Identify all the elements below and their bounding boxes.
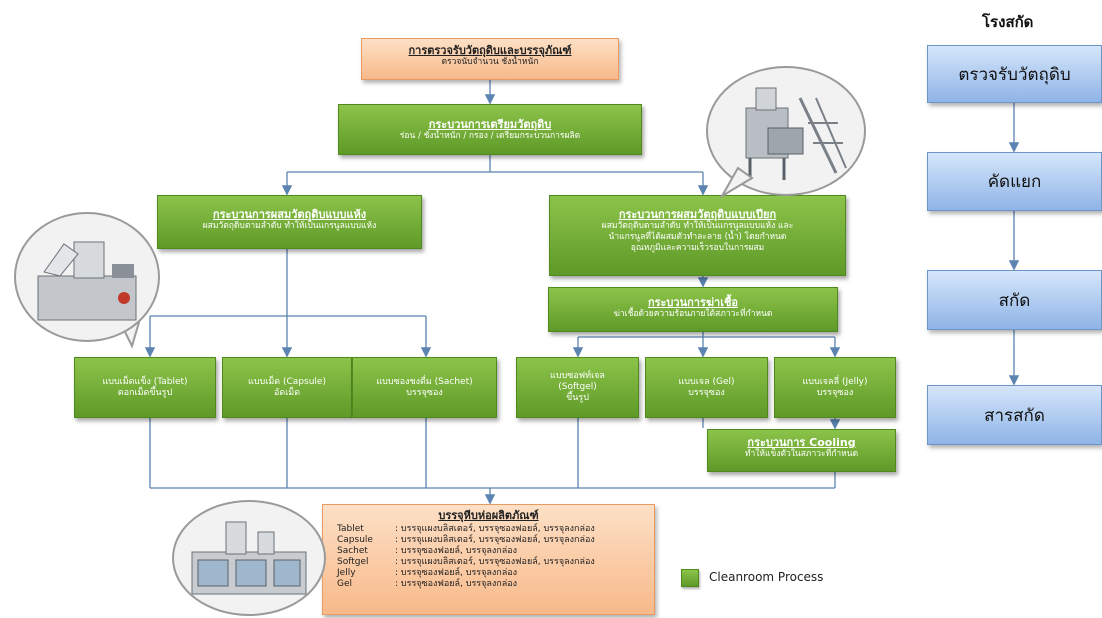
mixer-machine-image: [706, 66, 866, 196]
softgel-label-2: (Softgel): [558, 382, 597, 392]
capsule-sub: อัดเม็ด: [273, 387, 301, 398]
packaging-row: Softgel: บรรจุแผงบลิสเตอร์, บรรจุซองฟอยล…: [337, 557, 595, 567]
cooling-title: กระบวนการ Cooling: [747, 436, 856, 449]
mixer-machine-icon: [745, 87, 847, 180]
legend-swatch: [681, 569, 699, 587]
jelly-sub: บรรจุซอง: [816, 387, 854, 398]
extraction-step-label: ตรวจรับวัตถุดิบ: [958, 64, 1071, 85]
extraction-step-extract: สกัด: [927, 270, 1102, 330]
extraction-heading: โรงสกัด: [982, 13, 1034, 31]
receive-materials-box: การตรวจรับวัตถุดิบและบรรจุภัณฑ์ ตรวจนับจ…: [361, 38, 619, 80]
wet-mix-sub-2: นำแกรนูลที่ได้ผสมตัวทำละลาย (น้ำ) โดยกำห…: [608, 232, 787, 242]
gel-box: แบบเจล (Gel) บรรจุซอง: [645, 357, 768, 418]
softgel-box: แบบซอฟท์เจล (Softgel) ขึ้นรูป: [516, 357, 639, 418]
sachet-label: แบบซองชงดื่ม (Sachet): [376, 376, 473, 387]
receive-title: การตรวจรับวัตถุดิบและบรรจุภัณฑ์: [408, 44, 572, 57]
jelly-label: แบบเจลลี่ (Jelly): [802, 376, 868, 387]
dry-mix-title: กระบวนการผสมวัตถุดิบแบบแห้ง: [212, 208, 367, 221]
sterilize-title: กระบวนการฆ่าเชื้อ: [647, 296, 739, 309]
packaging-row: Jelly: บรรจุซองฟอยล์, บรรจุลงกล่อง: [337, 568, 518, 578]
sachet-box: แบบซองชงดื่ม (Sachet) บรรจุซอง: [352, 357, 497, 418]
cooling-box: กระบวนการ Cooling ทำให้แข็งตัวในสภาวะที่…: [707, 429, 896, 472]
dry-mix-box: กระบวนการผสมวัตถุดิบแบบแห้ง ผสมวัตถุดิบต…: [157, 195, 422, 249]
capsule-label: แบบเม็ด (Capsule): [248, 376, 326, 387]
extraction-step-sort: คัดแยก: [927, 152, 1102, 211]
packaging-row: Tablet: บรรจุแผงบลิสเตอร์, บรรจุซองฟอยล์…: [337, 524, 595, 534]
legend-label: Cleanroom Process: [709, 570, 824, 584]
cooling-sub: ทำให้แข็งตัวในสภาวะที่กำหนด: [744, 449, 859, 459]
softgel-sub: ขึ้นรูป: [566, 393, 589, 403]
prepare-title: กระบวนการเตรียมวัตถุดิบ: [428, 118, 552, 131]
capsule-machine-icon: [37, 241, 137, 321]
wet-mix-box: กระบวนการผสมวัตถุดิบแบบเปียก ผสมวัตถุดิบ…: [549, 195, 846, 276]
softgel-label: แบบซอฟท์เจล: [550, 371, 605, 381]
wet-mix-title: กระบวนการผสมวัตถุดิบแบบเปียก: [618, 208, 777, 221]
sterilize-box: กระบวนการฆ่าเชื้อ ฆ่าเชื้อด้วยความร้อนภา…: [548, 287, 838, 332]
packaging-row: Sachet: บรรจุซองฟอยล์, บรรจุลงกล่อง: [337, 546, 518, 556]
wet-mix-sub-1: ผสมวัตถุดิบตามลำดับ ทำให้เป็นแกรนูลแบบแห…: [601, 221, 794, 231]
gel-label: แบบเจล (Gel): [678, 376, 735, 387]
extraction-step-label: สกัด: [998, 290, 1031, 311]
extraction-step-output: สารสกัด: [927, 385, 1102, 445]
extraction-step-label: สารสกัด: [984, 405, 1045, 426]
packaging-box: บรรจุหีบห่อผลิตภัณฑ์ Tablet: บรรจุแผงบลิ…: [322, 504, 655, 615]
tablet-box: แบบเม็ดแข็ง (Tablet) ตอกเม็ดขึ้นรูป: [74, 357, 216, 418]
packaging-row: Gel: บรรจุซองฟอยล์, บรรจุลงกล่อง: [337, 579, 518, 589]
dry-mix-sub: ผสมวัตถุดิบตามลำดับ ทำให้เป็นแกรนูลแบบแห…: [202, 221, 377, 231]
extraction-step-label: คัดแยก: [987, 172, 1042, 192]
capsule-box: แบบเม็ด (Capsule) อัดเม็ด: [222, 357, 352, 418]
wet-mix-sub-3: อุณหภูมิและความเร็วรอบในการผสม: [630, 243, 765, 253]
tablet-label: แบบเม็ดแข็ง (Tablet): [102, 376, 188, 387]
packaging-machine-image: [172, 500, 326, 616]
sterilize-sub: ฆ่าเชื้อด้วยความร้อนภายใต้สภาวะที่กำหนด: [613, 309, 773, 319]
packaging-list: Tablet: บรรจุแผงบลิสเตอร์, บรรจุซองฟอยล์…: [323, 524, 654, 590]
capsule-machine-image: [14, 212, 160, 342]
prepare-box: กระบวนการเตรียมวัตถุดิบ ร่อน / ชั่งน้ำหน…: [338, 104, 642, 155]
jelly-box: แบบเจลลี่ (Jelly) บรรจุซอง: [774, 357, 896, 418]
packaging-machine-icon: [191, 521, 307, 595]
tablet-sub: ตอกเม็ดขึ้นรูป: [117, 387, 173, 398]
sachet-sub: บรรจุซอง: [406, 387, 443, 398]
extraction-step-receive: ตรวจรับวัตถุดิบ: [927, 45, 1102, 103]
packaging-row: Capsule: บรรจุแผงบลิสเตอร์, บรรจุซองฟอยล…: [337, 535, 595, 545]
prepare-sub: ร่อน / ชั่งน้ำหนัก / กรอง / เตรียมกระบวน…: [399, 131, 581, 141]
receive-sub: ตรวจนับจำนวน ชั่งน้ำหนัก: [441, 57, 539, 67]
gel-sub: บรรจุซอง: [688, 387, 725, 398]
packaging-title: บรรจุหีบห่อผลิตภัณฑ์: [438, 509, 539, 522]
